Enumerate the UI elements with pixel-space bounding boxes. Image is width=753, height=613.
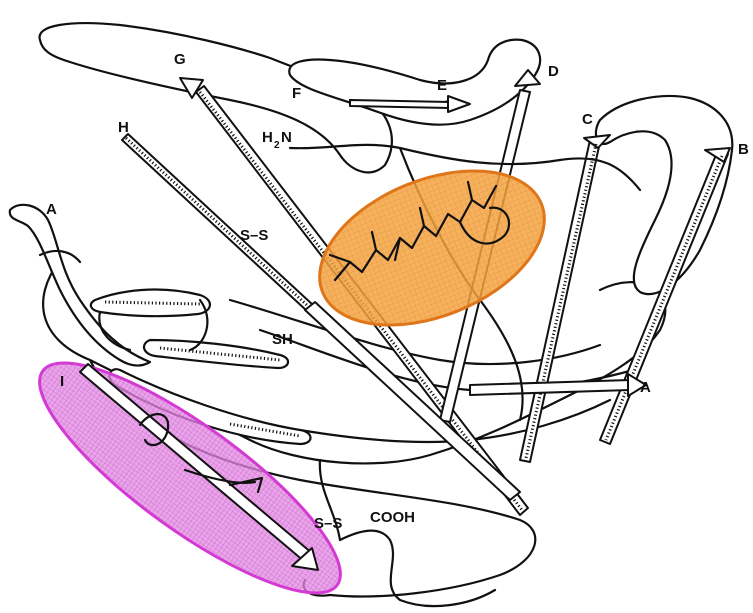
label-strand-e: E [437,77,447,94]
label-n-terminus-sub: 2 [274,140,280,151]
label-n-terminus-h: H [262,129,273,146]
label-strand-c: C [582,111,593,128]
label-strand-h: H [118,119,129,136]
label-n-terminus: H 2 N [262,129,292,151]
label-disulfide-bottom: S–S [314,515,342,532]
label-strand-f: F [292,85,301,102]
strand-long-bottom [305,302,520,500]
label-strand-a-top: A [46,201,57,218]
label-strand-b: B [738,141,749,158]
strand-i-region [12,329,368,613]
label-disulfide-top: S–S [240,227,268,244]
label-n-terminus-n: N [281,129,292,146]
label-strand-i: I [60,373,64,390]
label-strand-d: D [548,63,559,80]
label-c-terminus: COOH [370,509,415,526]
label-strand-g: G [174,51,186,68]
label-strand-a-right: A [640,379,651,396]
strand-b-arrow [600,148,730,444]
label-sulfhydryl: SH [272,331,293,348]
strand-c-arrow [520,135,610,462]
